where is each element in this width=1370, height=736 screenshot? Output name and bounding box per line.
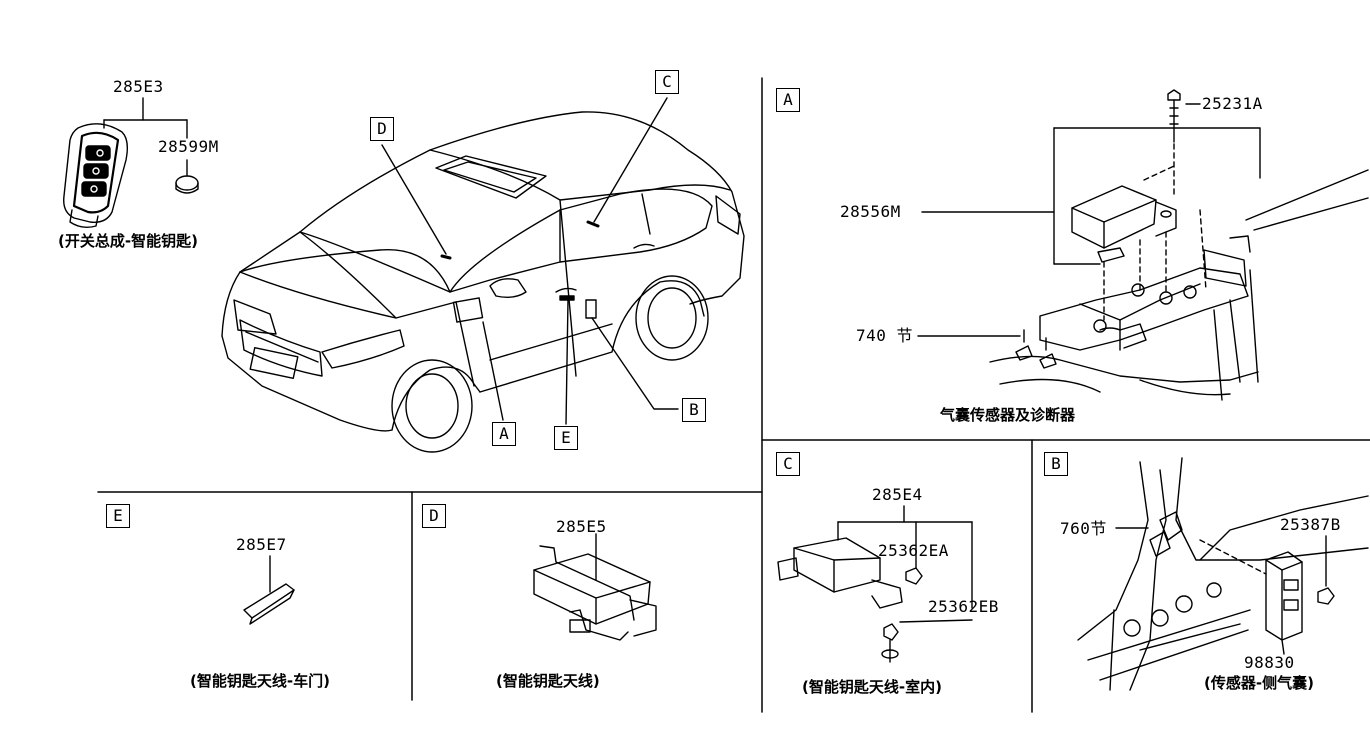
panel-c-bracket-a-part: 25362EA (878, 541, 949, 560)
panel-e-tag: E (106, 504, 130, 528)
panel-b-tag: B (1044, 452, 1068, 476)
panel-b-caption: (传感器-侧气囊) (1204, 674, 1314, 692)
panel-c-antenna-part: 285E4 (872, 485, 923, 504)
panel-b-nut-part: 25387B (1280, 515, 1341, 534)
panel-a-caption: 气囊传感器及诊断器 (940, 406, 1076, 424)
battery-part-number: 28599M (158, 137, 219, 156)
panel-b-section-ref: 760节 (1060, 519, 1107, 538)
panel-c-bracket-b-part: 25362EB (928, 597, 999, 616)
panel-e-drawing (244, 556, 294, 624)
panel-d-antenna-part: 285E5 (556, 517, 607, 536)
panel-d-tag: D (422, 504, 446, 528)
panel-a-sensor-part: 28556M (840, 202, 901, 221)
panel-a-bolt-part: 25231A (1202, 94, 1263, 113)
keyfob-part-number: 285E3 (113, 77, 164, 96)
panel-c-caption: (智能钥匙天线-室内) (802, 678, 942, 696)
panel-d-drawing (534, 534, 656, 640)
panel-d-caption: (智能钥匙天线) (496, 672, 600, 690)
panel-a-tag: A (776, 88, 800, 112)
panel-e-caption: (智能钥匙天线-车门) (190, 672, 330, 690)
callout-c[interactable]: C (655, 70, 679, 94)
callout-d[interactable]: D (370, 117, 394, 141)
panel-dividers (98, 78, 1370, 712)
keyfob-drawing (64, 98, 198, 227)
panel-a-drawing (918, 90, 1368, 400)
panel-b-sensor-part: 98830 (1244, 653, 1295, 672)
panel-a-section-ref: 740 节 (856, 326, 914, 345)
callout-b[interactable]: B (682, 398, 706, 422)
panel-b-drawing (1078, 458, 1368, 690)
panel-e-antenna-part: 285E7 (236, 535, 287, 554)
panel-c-tag: C (776, 452, 800, 476)
callout-e[interactable]: E (554, 426, 578, 450)
panel-c-drawing (778, 506, 972, 662)
keyfob-caption: (开关总成-智能钥匙) (58, 232, 198, 250)
callout-a[interactable]: A (492, 422, 516, 446)
callout-leaders (382, 98, 678, 424)
vehicle-drawing (222, 112, 744, 452)
